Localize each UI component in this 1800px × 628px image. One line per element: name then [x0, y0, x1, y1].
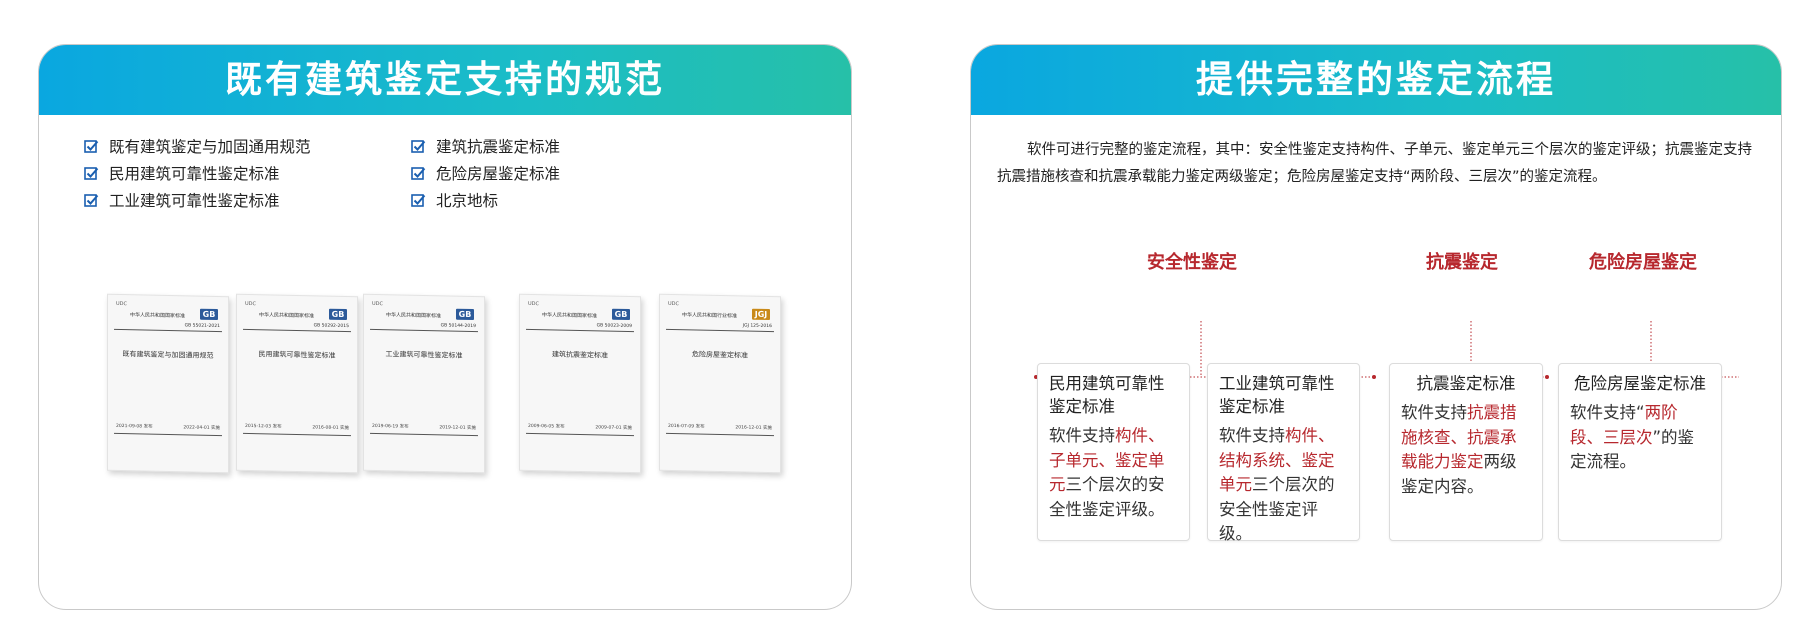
book-title: 工业建筑可靠性鉴定标准: [385, 350, 463, 360]
stage-label-dangerous-house: 危险房屋鉴定: [1589, 252, 1697, 273]
book-effect-date: 2019-12-01 实施: [439, 425, 476, 432]
stage-label-safety: 安全性鉴定: [1147, 252, 1237, 273]
book-badge: GB: [456, 308, 474, 321]
workflow-panel: 提供完整的鉴定流程 软件可进行完整的鉴定流程，其中：安全性鉴定支持构件、子单元、…: [970, 44, 1782, 610]
checkbox-checked-icon: [411, 193, 426, 207]
card-body: 软件支持构件、结构系统、鉴定单元三个层次的安全性鉴定评级。: [1219, 426, 1335, 543]
card-title: 工业建筑可靠性鉴定标准: [1219, 374, 1335, 416]
book-org: 中华人民共和国国家标准: [542, 312, 598, 320]
checklist-item-label: 危险房屋鉴定标准: [436, 165, 561, 183]
book-title: 危险房屋鉴定标准: [692, 350, 748, 360]
card-body: 软件支持“两阶段、三层次”的鉴定流程。: [1570, 403, 1695, 471]
card-body: 软件支持构件、子单元、鉴定单元三个层次的安全性鉴定评级。: [1049, 426, 1165, 519]
checklist-item: 既有建筑鉴定与加固通用规范: [84, 135, 311, 157]
book-org: 中华人民共和国国家标准: [130, 312, 186, 320]
book-issue-date: 2015-12-03 发布: [245, 423, 282, 430]
checkbox-checked-icon: [84, 193, 99, 207]
book-badge: GB: [329, 308, 347, 321]
checklist-item-label: 北京地标: [436, 192, 499, 210]
flow-card-dangerous-house: 危险房屋鉴定标准 软件支持“两阶段、三层次”的鉴定流程。: [1558, 363, 1722, 541]
card-title: 危险房屋鉴定标准: [1574, 374, 1706, 393]
flow-card-seismic: 抗震鉴定标准 软件支持抗震措施核查、抗震承载能力鉴定两级鉴定内容。: [1389, 363, 1543, 541]
book-number: GB 55021-2021: [184, 323, 220, 330]
book-number: GB 50292-2015: [313, 323, 349, 330]
standard-book-cover: UDC 中华人民共和国行业标准 JGJ JGJ 125-2016 危险房屋鉴定标…: [659, 293, 781, 474]
card-title: 民用建筑可靠性鉴定标准: [1049, 374, 1165, 416]
standards-panel: 既有建筑鉴定支持的规范 既有建筑鉴定与加固通用规范 民用建筑可靠性鉴定标准 工业…: [38, 44, 852, 610]
checkbox-checked-icon: [84, 166, 99, 180]
book-number: GB 50023-2009: [596, 323, 632, 330]
checklist-item: 民用建筑可靠性鉴定标准: [84, 162, 280, 184]
workflow-panel-title: 提供完整的鉴定流程: [971, 45, 1781, 115]
book-badge: GB: [612, 308, 630, 321]
book-number: GB 50144-2019: [440, 323, 476, 330]
book-badge: JGJ: [752, 308, 770, 321]
book-title: 既有建筑鉴定与加固通用规范: [122, 350, 214, 360]
book-effect-date: 2016-12-01 实施: [735, 425, 772, 432]
checklist-item: 建筑抗震鉴定标准: [411, 135, 560, 157]
standard-book-cover: UDC 中华人民共和国国家标准 GB GB 50023-2009 建筑抗震鉴定标…: [519, 293, 641, 474]
book-title: 建筑抗震鉴定标准: [552, 350, 608, 360]
book-org: 中华人民共和国行业标准: [682, 312, 738, 320]
book-number: JGJ 125-2016: [742, 323, 772, 330]
book-effect-date: 2022-04-01 实施: [183, 425, 220, 432]
checklist-item: 工业建筑可靠性鉴定标准: [84, 189, 280, 211]
book-org: 中华人民共和国国家标准: [259, 312, 315, 320]
book-effect-date: 2009-07-01 实施: [595, 425, 632, 432]
checklist-item-label: 民用建筑可靠性鉴定标准: [109, 165, 280, 183]
standard-book-cover: UDC 中华人民共和国国家标准 GB GB 50144-2019 工业建筑可靠性…: [363, 293, 485, 474]
book-badge: GB: [200, 308, 218, 321]
checkbox-checked-icon: [411, 139, 426, 153]
workflow-intro: 软件可进行完整的鉴定流程，其中：安全性鉴定支持构件、子单元、鉴定单元三个层次的鉴…: [997, 142, 1752, 185]
stage-label-seismic: 抗震鉴定: [1426, 252, 1498, 273]
checklist-item-label: 建筑抗震鉴定标准: [436, 138, 561, 156]
flow-card-civil: 民用建筑可靠性鉴定标准 软件支持构件、子单元、鉴定单元三个层次的安全性鉴定评级。: [1037, 363, 1190, 541]
book-issue-date: 2016-07-09 发布: [668, 423, 705, 430]
checklist-item-label: 工业建筑可靠性鉴定标准: [109, 192, 280, 210]
standard-book-cover: UDC 中华人民共和国国家标准 GB GB 55021-2021 既有建筑鉴定与…: [107, 293, 229, 474]
standards-panel-title: 既有建筑鉴定支持的规范: [39, 45, 851, 115]
checklist-item-label: 既有建筑鉴定与加固通用规范: [109, 138, 311, 156]
checkbox-checked-icon: [411, 166, 426, 180]
card-title: 抗震鉴定标准: [1416, 374, 1516, 393]
checklist-item: 危险房屋鉴定标准: [411, 162, 560, 184]
checkbox-checked-icon: [84, 139, 99, 153]
book-issue-date: 2021-09-08 发布: [116, 423, 153, 430]
book-title: 民用建筑可靠性鉴定标准: [258, 350, 336, 360]
book-org: 中华人民共和国国家标准: [386, 312, 442, 320]
checklist-item: 北京地标: [411, 189, 498, 211]
card-body: 软件支持抗震措施核查、抗震承载能力鉴定两级鉴定内容。: [1401, 403, 1517, 496]
standard-book-cover: UDC 中华人民共和国国家标准 GB GB 50292-2015 民用建筑可靠性…: [236, 293, 358, 474]
flow-card-industrial: 工业建筑可靠性鉴定标准 软件支持构件、结构系统、鉴定单元三个层次的安全性鉴定评级…: [1207, 363, 1360, 543]
book-effect-date: 2016-08-01 实施: [312, 425, 349, 432]
book-issue-date: 2019-06-19 发布: [372, 423, 409, 430]
book-issue-date: 2009-06-05 发布: [528, 423, 565, 430]
